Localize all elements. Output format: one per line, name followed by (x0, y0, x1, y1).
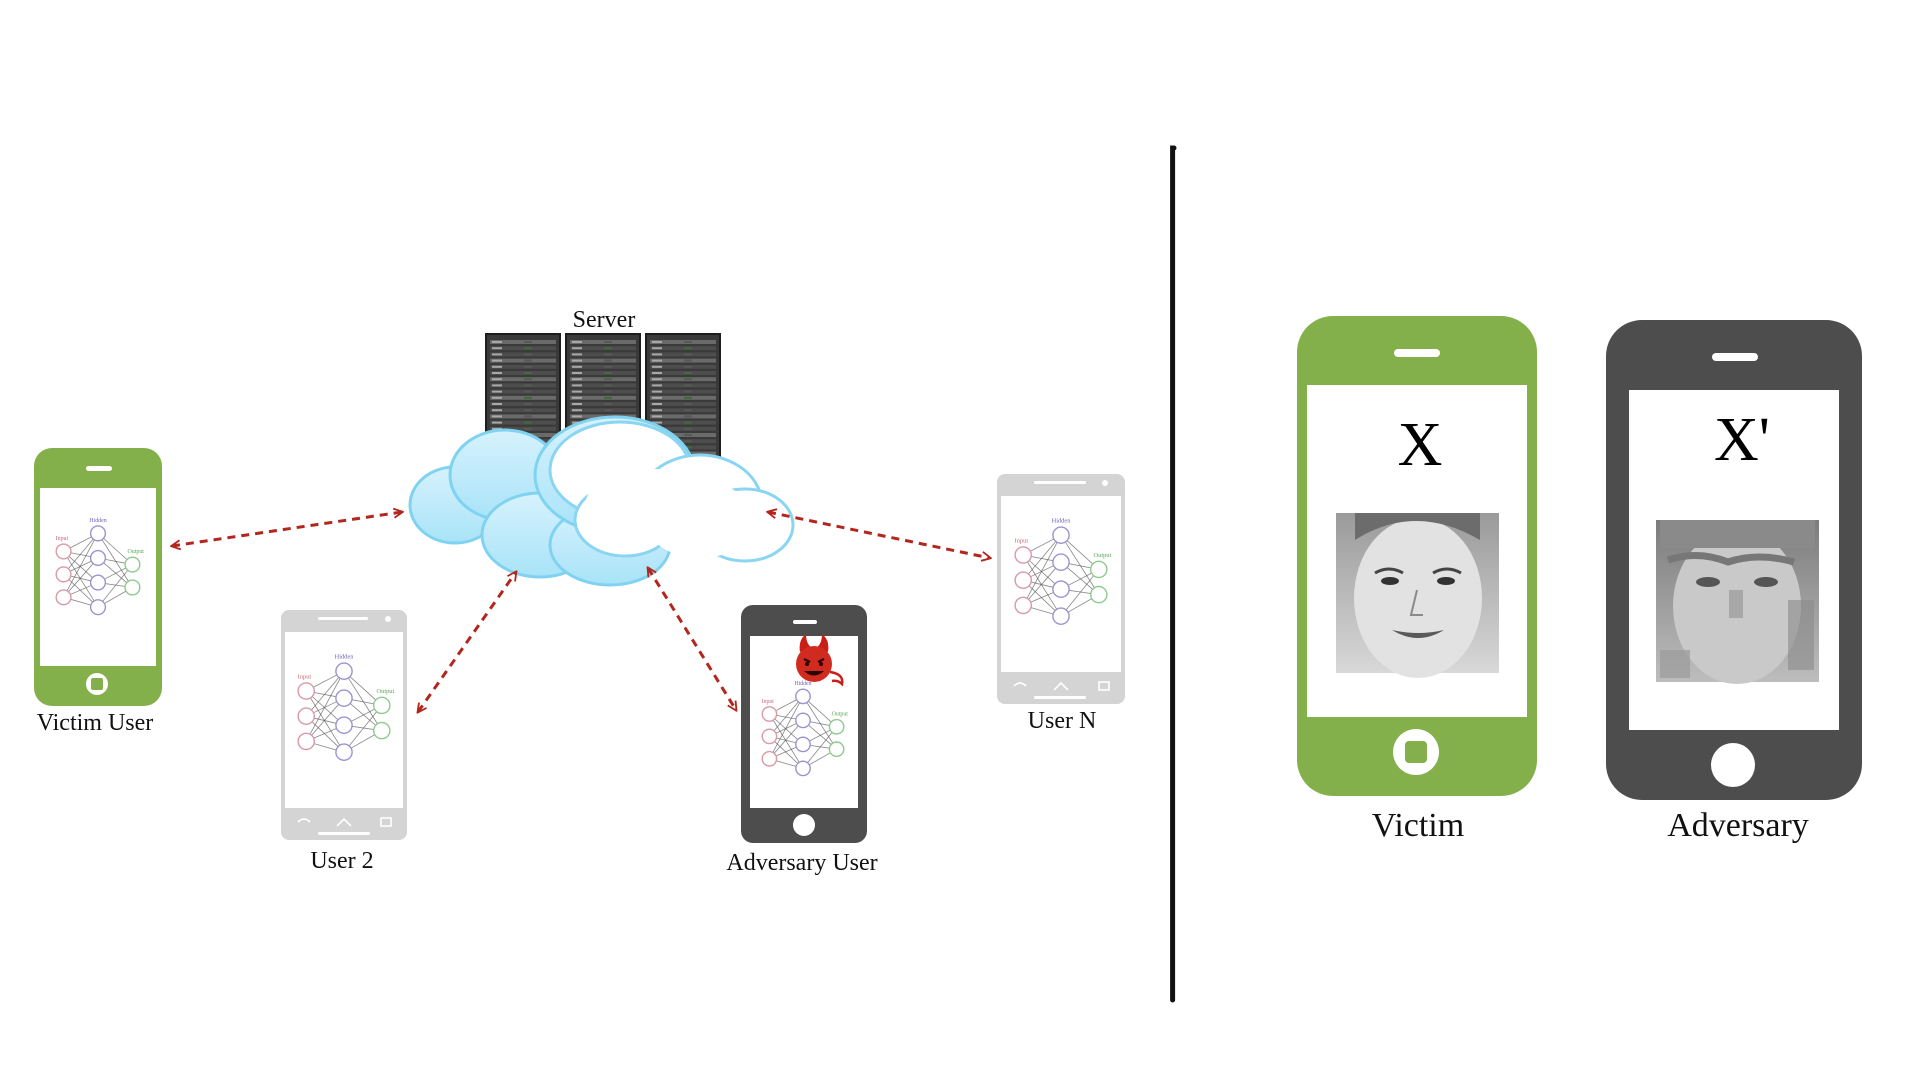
nn-layer-label: Output (128, 549, 145, 555)
nn-layer-label: Input (762, 699, 775, 705)
victim-label: Victim (1371, 807, 1465, 844)
cloud-icon (408, 415, 795, 587)
nn-layer-label: Output (377, 688, 395, 695)
devil-icon (796, 634, 844, 687)
back-icon (297, 818, 311, 823)
back-icon (1013, 682, 1027, 687)
nn-layer-label: Output (1094, 552, 1112, 559)
adversary-reconstruction-symbol: X' (1714, 406, 1770, 474)
adversary-reconstructed-face-image (1656, 520, 1819, 684)
links (172, 512, 990, 712)
adversary-phone-large (1606, 320, 1862, 800)
link-adversary-server (648, 568, 736, 710)
nn-layer-label: Input (298, 673, 312, 680)
adversary-user-label: Adversary User (726, 850, 878, 876)
link-user2-server (418, 572, 516, 712)
nn-layer-label: Hidden (794, 681, 811, 687)
server-label: Server (572, 307, 636, 333)
home-icon (1053, 681, 1069, 691)
user-2-label: User 2 (310, 848, 374, 874)
panel-divider (1170, 145, 1177, 1003)
victim-phone-large (1297, 316, 1537, 796)
victim-face-image (1336, 513, 1499, 678)
user-n-label: User N (1027, 708, 1097, 734)
nn-layer-label: Hidden (89, 518, 106, 524)
recent-apps-icon (380, 817, 392, 827)
nn-layer-label: Hidden (1052, 518, 1072, 525)
recent-apps-icon (1098, 681, 1110, 691)
nn-layer-label: Input (56, 536, 69, 542)
link-usern-server (768, 512, 990, 558)
link-victim-server (172, 512, 402, 546)
nn-layer-label: Input (1015, 537, 1029, 544)
nn-layer-label: Output (832, 712, 848, 718)
nn-layer-label: Hidden (335, 654, 355, 661)
home-icon (336, 817, 352, 827)
victim-user-label: Victim User (36, 710, 154, 736)
victim-input-symbol: X (1397, 411, 1443, 479)
adversary-label: Adversary (1667, 807, 1809, 844)
